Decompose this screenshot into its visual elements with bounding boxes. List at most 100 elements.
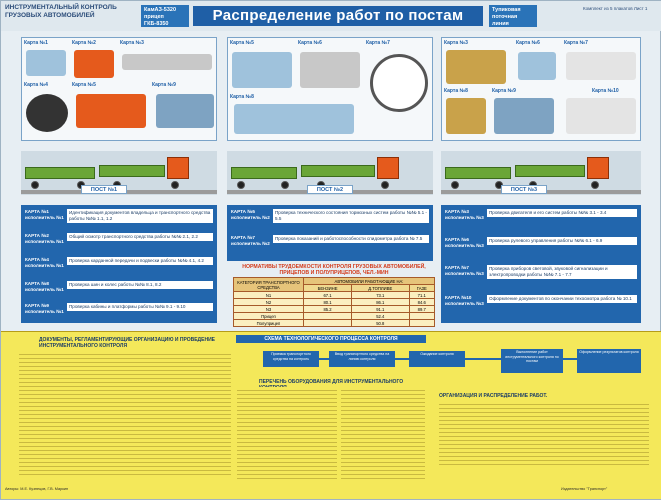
trailer-body	[445, 167, 511, 179]
organization-text	[439, 401, 649, 467]
flow-box: Ожидание контроля	[409, 351, 465, 367]
card-label: Карта №6	[298, 40, 322, 46]
post2-works: КАРТА №5 исполнитель №2 Проверка техниче…	[227, 205, 433, 261]
truck-cab	[167, 157, 189, 179]
wheel-icon	[451, 181, 459, 189]
work-card: КАРТА №7 исполнитель №2	[231, 235, 270, 246]
organization-title: ОРГАНИЗАЦИЯ И РАСПРЕДЕЛЕНИЕ РАБОТ.	[439, 393, 548, 399]
brake-illustration	[232, 52, 292, 88]
card-label: Карта №6	[516, 40, 540, 46]
post2-cards-panel: Карта №5 Карта №6 Карта №7 Карта №8	[227, 37, 433, 141]
norm-val: 80.1	[302, 298, 353, 306]
documents-illustration	[566, 98, 636, 134]
norm-val: 67.1	[302, 291, 353, 299]
card-label: Карта №2	[72, 40, 96, 46]
card-label: Карта №9	[152, 82, 176, 88]
norm-val: 50.8	[351, 319, 410, 327]
flow-box: Оформление результатов контроля	[577, 349, 641, 373]
norm-val: 73.1	[351, 291, 410, 299]
sheet-note: Комплект из 5 плакатов Лист 1	[583, 6, 648, 11]
header: ИНСТРУМЕНТАЛЬНЫЙ КОНТРОЛЬ ГРУЗОВЫХ АВТОМ…	[1, 1, 661, 31]
work-desc: Проверка рулевого управления работы №№ 6…	[487, 237, 637, 245]
card-label: Карта №5	[230, 40, 254, 46]
document-illustration	[26, 50, 66, 76]
truck-cargo-body	[301, 165, 375, 177]
header-left-title: ИНСТРУМЕНТАЛЬНЫЙ КОНТРОЛЬ ГРУЗОВЫХ АВТОМ…	[5, 4, 117, 19]
work-card: КАРТА №10 исполнитель №3	[445, 295, 484, 306]
work-card: КАРТА №1 исполнитель №1	[25, 209, 64, 220]
work-card: КАРТА №9 исполнитель №1	[25, 303, 64, 314]
trailer-body	[231, 167, 297, 179]
card-label: Карта №8	[230, 94, 254, 100]
norm-val: 84.6	[408, 298, 436, 306]
norm-cat: N2	[233, 298, 304, 306]
card-label: Карта №4	[24, 82, 48, 88]
work-row: КАРТА №1 исполнитель №1 Идентификация до…	[21, 207, 217, 229]
work-desc: Общий осмотр транспортного средства рабо…	[67, 233, 213, 241]
card-label: Карта №3	[444, 40, 468, 46]
truck-cargo-body	[515, 165, 585, 177]
speedometer-icon	[370, 54, 428, 112]
work-row: КАРТА №5 исполнитель №2 Проверка техниче…	[227, 207, 433, 229]
card-label: Карта №10	[592, 88, 619, 94]
norm-val: 89.7	[408, 305, 436, 313]
tire-illustration	[26, 94, 68, 132]
flow-box: Приемка транспортного средства на контро…	[263, 351, 319, 367]
equipment-list-a	[237, 387, 337, 479]
truck-side-illustration	[76, 94, 146, 128]
card-label: Карта №1	[24, 40, 48, 46]
work-card: КАРТА №7 исполнитель №3	[445, 265, 484, 276]
work-desc: Идентификация документов владельца и тра…	[67, 209, 213, 223]
post3-works: КАРТА №3 исполнитель №3 Проверка двигате…	[441, 205, 641, 323]
norm-val: 52.4	[351, 312, 410, 320]
norm-cat: N1	[233, 291, 304, 299]
work-card: КАРТА №2 исполнитель №1	[25, 233, 64, 244]
steering-wheel-illustration	[566, 52, 636, 80]
page-title: Распределение работ по постам	[193, 6, 483, 26]
norms-category-head: КАТЕГОРИЯ ТРАНСПОРТНОГО СРЕДСТВА	[233, 277, 304, 292]
card-label: Карта №7	[366, 40, 390, 46]
trailer-body	[25, 167, 95, 179]
truck-cab	[377, 157, 399, 179]
truck-cab	[587, 157, 609, 179]
norm-val	[408, 312, 436, 320]
brake-stand-illustration	[234, 104, 354, 134]
engine-illustration	[446, 50, 506, 84]
post3-label: ПОСТ №3	[501, 185, 547, 194]
kamaz-badge: КамАЗ-5320 прицеп ГКБ-8350	[141, 5, 189, 27]
norms-table: КАТЕГОРИЯ ТРАНСПОРТНОГО СРЕДСТВА АВТОМОБ…	[233, 277, 436, 327]
norm-val	[302, 312, 353, 320]
norm-val: 91.1	[351, 305, 410, 313]
work-desc: Проверка карданной передачи и подвески р…	[67, 257, 213, 265]
wheel-icon	[591, 181, 599, 189]
flow-arrow	[319, 358, 329, 360]
work-desc: Проверка двигателя и его систем работы №…	[487, 209, 637, 217]
docs-title: ДОКУМЕНТЫ, РЕГЛАМЕНТИРУЮЩИЕ ОРГАНИЗАЦИЮ …	[39, 337, 215, 349]
work-row: КАРТА №10 исполнитель №3 Оформление доку…	[441, 293, 641, 315]
flow-box: Выполнение работ инструментального контр…	[501, 349, 563, 373]
flow-arrow	[395, 358, 409, 360]
card-label: Карта №3	[120, 40, 144, 46]
work-desc: Проверка приборов световой, звуковой сиг…	[487, 265, 637, 279]
work-card: КАРТА №4 исполнитель №1	[25, 257, 64, 268]
work-row: КАРТА №3 исполнитель №3 Проверка двигате…	[441, 207, 641, 229]
card-label: Карта №5	[72, 82, 96, 88]
norm-val	[302, 319, 353, 327]
engine-parts-illustration	[446, 98, 486, 134]
fuel-petrol: БЕНЗИНЕ	[302, 284, 353, 292]
norm-cat: Полуприцеп	[233, 319, 304, 327]
fuel-diesel: Д.ТОПЛИВЕ	[351, 284, 410, 292]
card-label: Карта №9	[492, 88, 516, 94]
norm-cat: Прицеп	[233, 312, 304, 320]
work-card: КАРТА №5 исполнитель №2	[231, 209, 270, 220]
wheel-icon	[31, 181, 39, 189]
instrument-illustration	[518, 52, 556, 80]
wheel-icon	[281, 181, 289, 189]
flow-title: СХЕМА ТЕХНОЛОГИЧЕСКОГО ПРОЦЕССА КОНТРОЛЯ	[236, 335, 426, 343]
cabin-illustration	[156, 94, 214, 128]
work-desc: Оформление документов по окончании техос…	[487, 295, 637, 303]
work-row: КАРТА №2 исполнитель №1 Общий осмотр тра…	[21, 231, 217, 253]
fuel-gas: ГАЗЕ	[408, 284, 436, 292]
driveshaft-illustration	[122, 54, 212, 70]
zone-badge: Тупиковая поточная линия	[489, 5, 537, 27]
